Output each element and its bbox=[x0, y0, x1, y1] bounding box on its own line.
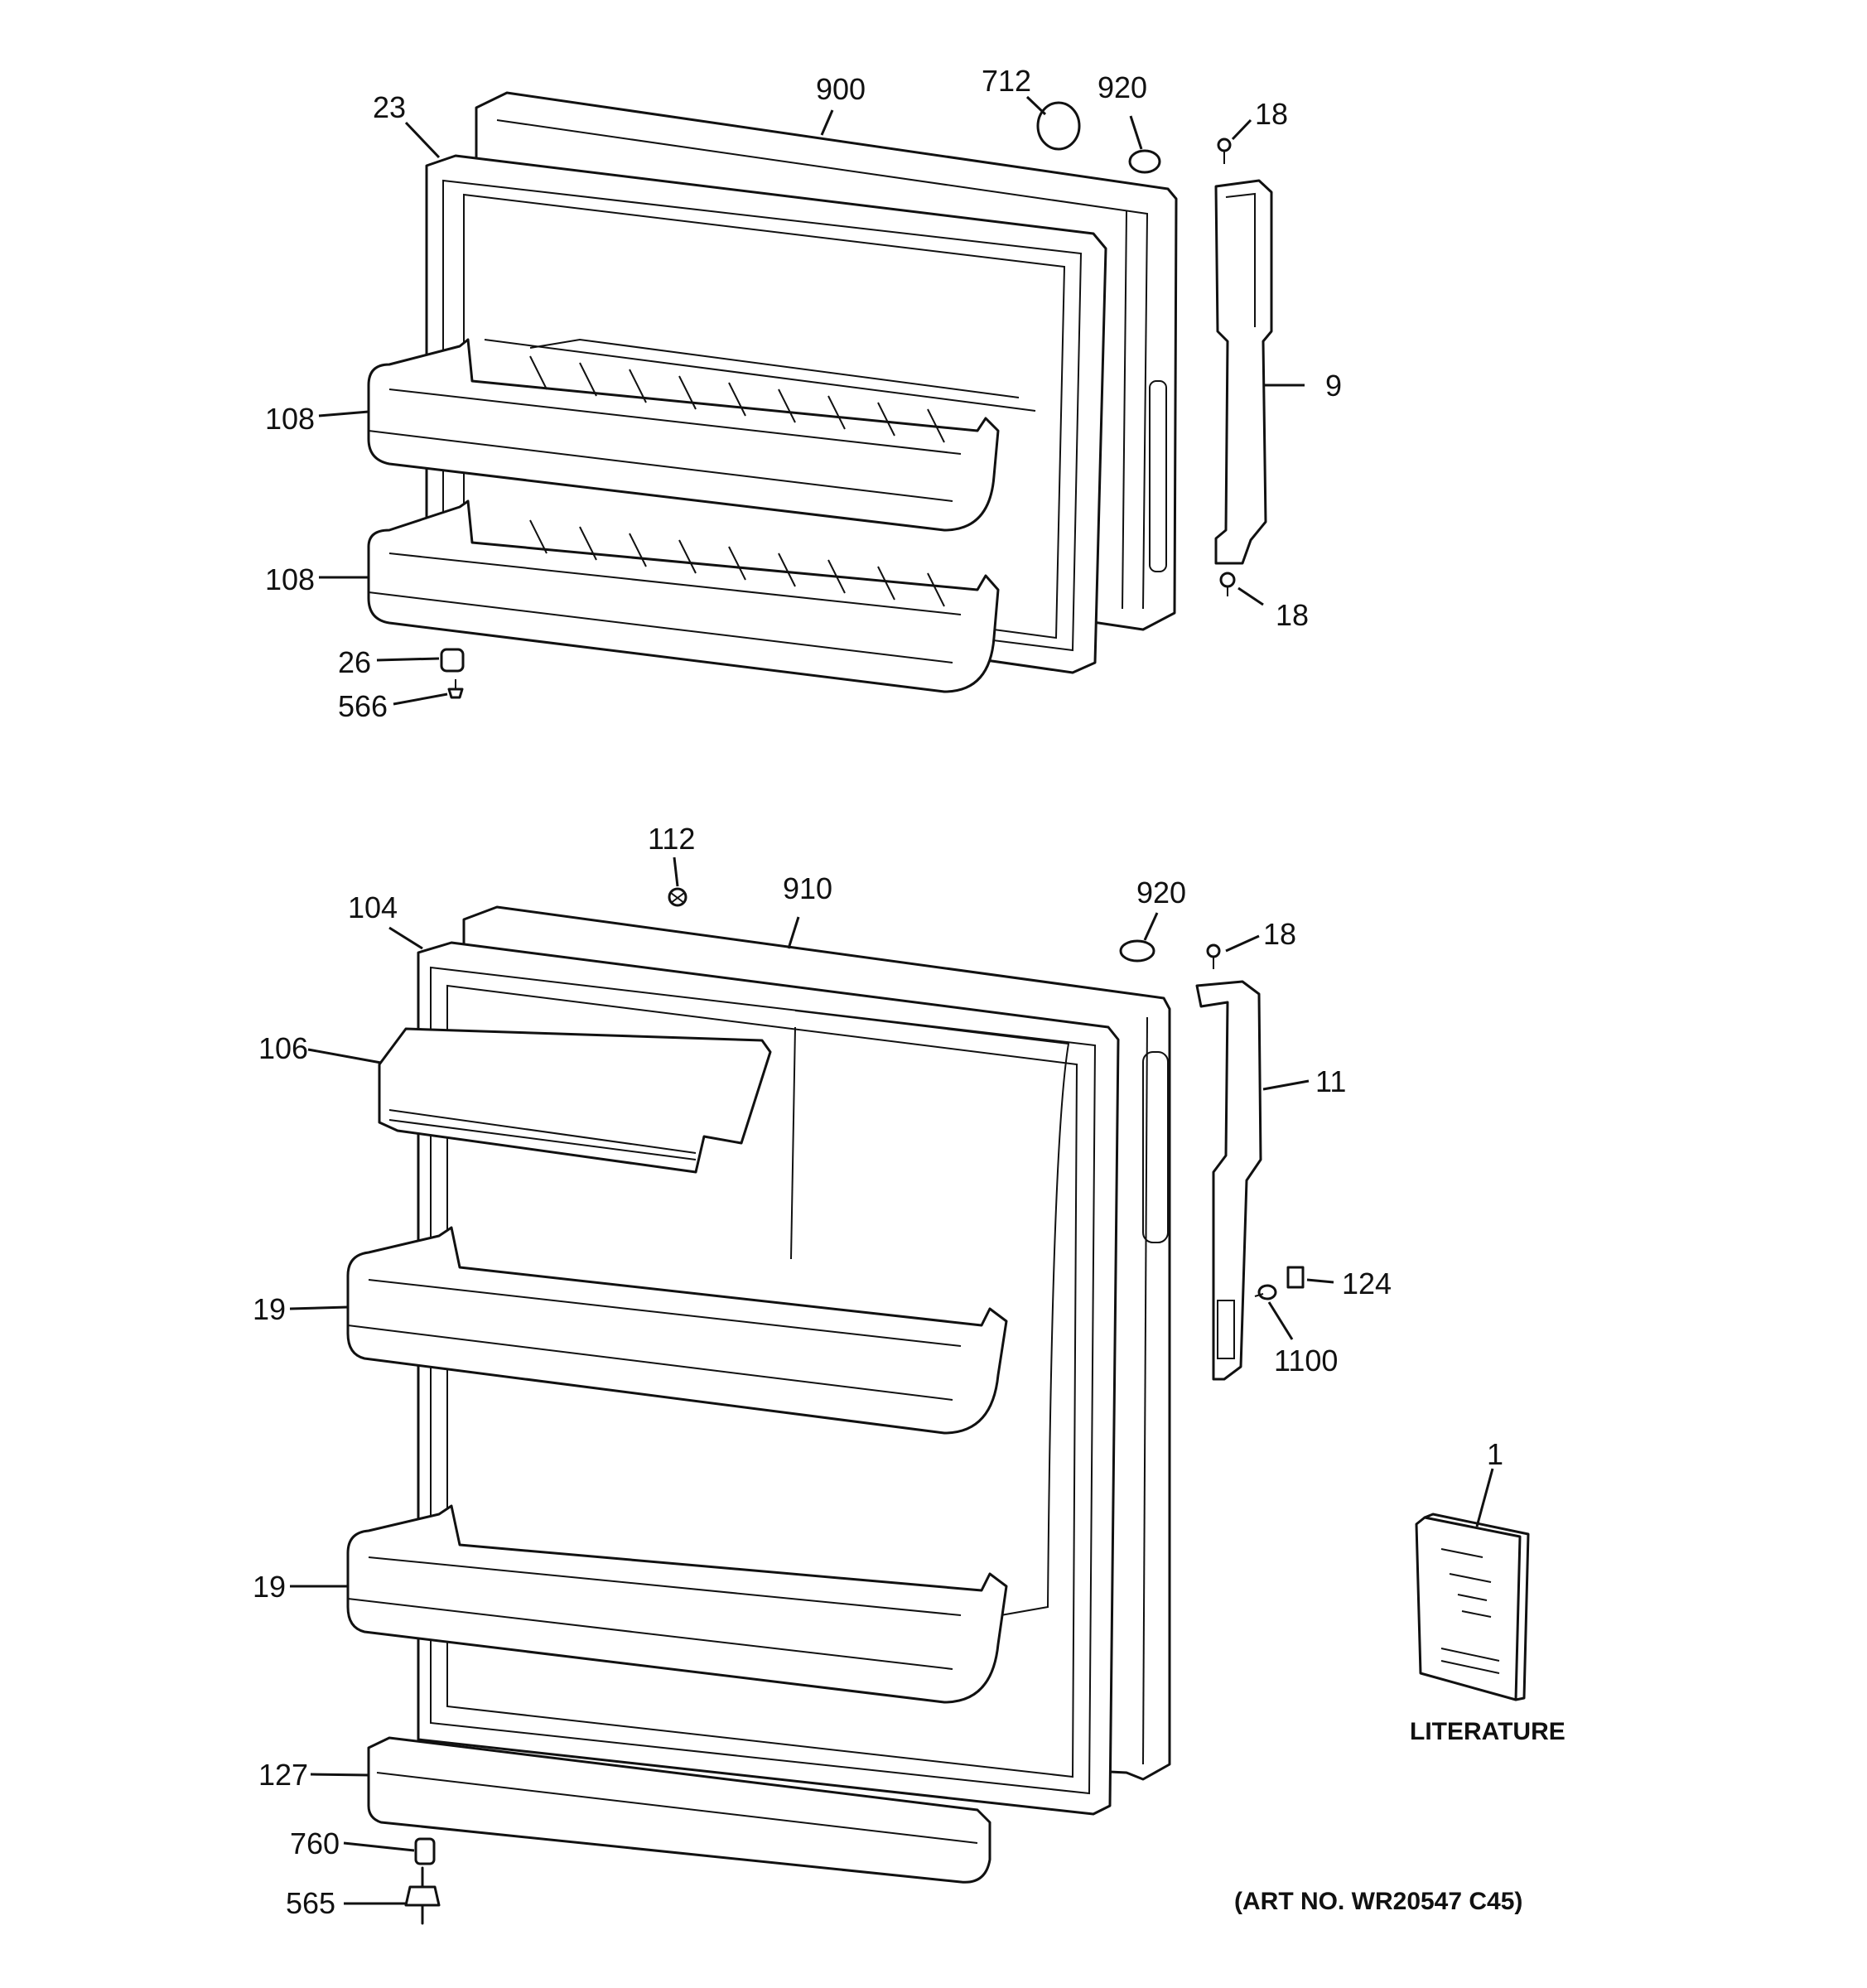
callout-920-top: 920 bbox=[1098, 70, 1147, 104]
callout-124: 124 bbox=[1342, 1267, 1392, 1300]
screw-112 bbox=[668, 887, 687, 907]
screw-566 bbox=[447, 679, 464, 699]
screw-18-bottom bbox=[1219, 572, 1236, 596]
callout-104: 104 bbox=[348, 890, 398, 924]
callout-9: 9 bbox=[1325, 369, 1342, 403]
clip-124 bbox=[1286, 1266, 1305, 1289]
callout-900: 900 bbox=[816, 72, 866, 106]
screw-18-top bbox=[1217, 138, 1232, 164]
freezer-door-shelf-lower bbox=[367, 499, 1000, 693]
callout-712: 712 bbox=[982, 64, 1031, 98]
callout-26: 26 bbox=[338, 645, 371, 679]
bottom-trim-127 bbox=[367, 1736, 991, 1884]
callout-19-lower: 19 bbox=[253, 1570, 286, 1604]
callout-18-bottom: 18 bbox=[1276, 598, 1309, 632]
stud-760 bbox=[414, 1837, 436, 1865]
literature-label: LITERATURE bbox=[1410, 1718, 1565, 1745]
callout-1100: 1100 bbox=[1274, 1344, 1338, 1378]
callout-760: 760 bbox=[290, 1826, 340, 1860]
door-shelf-19-upper bbox=[346, 1226, 1008, 1435]
door-stop-26 bbox=[440, 648, 465, 673]
callout-112: 112 bbox=[648, 822, 695, 856]
callout-23: 23 bbox=[373, 90, 406, 124]
freezer-handle-bracket bbox=[1214, 179, 1273, 565]
freezer-door-shelf-upper bbox=[367, 338, 1000, 532]
callout-108-lower: 108 bbox=[265, 562, 315, 596]
art-number: (ART NO. WR20547 C45) bbox=[1234, 1888, 1522, 1915]
callout-910: 910 bbox=[783, 871, 832, 905]
callout-108-upper: 108 bbox=[265, 402, 315, 436]
dairy-compartment-106 bbox=[378, 1027, 772, 1174]
plug-920-bottom bbox=[1119, 939, 1155, 963]
plug-712 bbox=[1036, 101, 1081, 151]
plug-920-top bbox=[1128, 149, 1161, 174]
hinge-pin-565 bbox=[404, 1866, 441, 1925]
callout-106: 106 bbox=[258, 1031, 308, 1065]
callout-18-top: 18 bbox=[1255, 97, 1288, 131]
callout-127: 127 bbox=[258, 1758, 308, 1792]
callout-19-upper: 19 bbox=[253, 1292, 286, 1326]
screw-1100 bbox=[1254, 1284, 1277, 1300]
callout-566: 566 bbox=[338, 689, 388, 723]
callout-labels: 900 712 920 18 23 9 108 108 18 26 566 11… bbox=[253, 64, 1565, 1920]
literature-booklet bbox=[1415, 1513, 1530, 1701]
leader-lines bbox=[289, 95, 1494, 1905]
callout-11: 11 bbox=[1315, 1064, 1346, 1098]
fresh-food-door-assembly bbox=[346, 905, 1171, 1884]
callout-565: 565 bbox=[286, 1886, 335, 1920]
door-shelf-19-lower bbox=[346, 1504, 1008, 1704]
callout-1: 1 bbox=[1487, 1437, 1503, 1471]
freezer-door-assembly bbox=[367, 91, 1178, 693]
fresh-food-handle-bracket bbox=[1195, 980, 1262, 1381]
screw-18-fresh bbox=[1206, 943, 1221, 969]
callout-920-bottom: 920 bbox=[1136, 876, 1186, 910]
callout-18-fresh: 18 bbox=[1263, 917, 1296, 951]
